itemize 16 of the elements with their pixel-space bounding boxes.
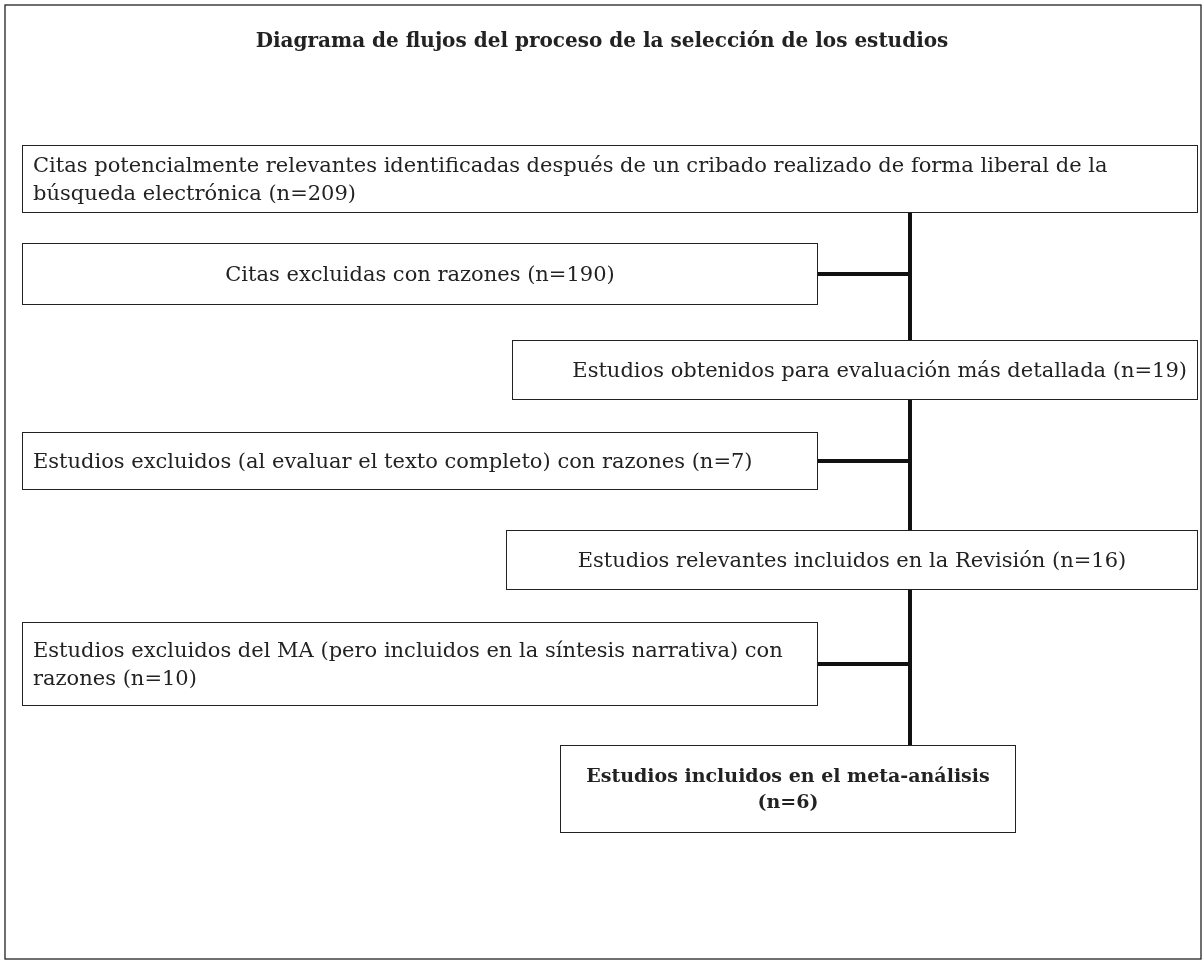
box-text: Estudios relevantes incluidos en la Revisión (n=16) — [576, 546, 1128, 574]
process-box — [22, 243, 818, 305]
process-box — [560, 745, 1016, 833]
process-box — [22, 145, 1198, 213]
process-box — [22, 622, 818, 706]
connector-line — [908, 588, 912, 747]
process-box — [506, 530, 1198, 590]
box-text: Estudios excluidos (al evaluar el texto completo) con razones (n=7) — [33, 447, 754, 475]
box-text: Estudios incluidos en el meta-análisis (n=6) — [585, 763, 991, 814]
process-box — [22, 432, 818, 490]
diagram-title: Diagrama de flujos del proceso de la selección de los estudios — [254, 28, 950, 52]
box-text: Citas potencialmente relevantes identificadas después de un cribado realizado de forma liberal de la búsqueda electrónica (n=209) — [33, 151, 1109, 207]
box-text: Estudios excluidos del MA (pero incluidos en la síntesis narrativa) con razones (n=10) — [33, 636, 784, 692]
process-box — [512, 340, 1198, 400]
box-text: Citas excluidas con razones (n=190) — [224, 260, 616, 288]
box-text: Estudios obtenidos para evaluación más detallada (n=19) — [571, 356, 1187, 384]
